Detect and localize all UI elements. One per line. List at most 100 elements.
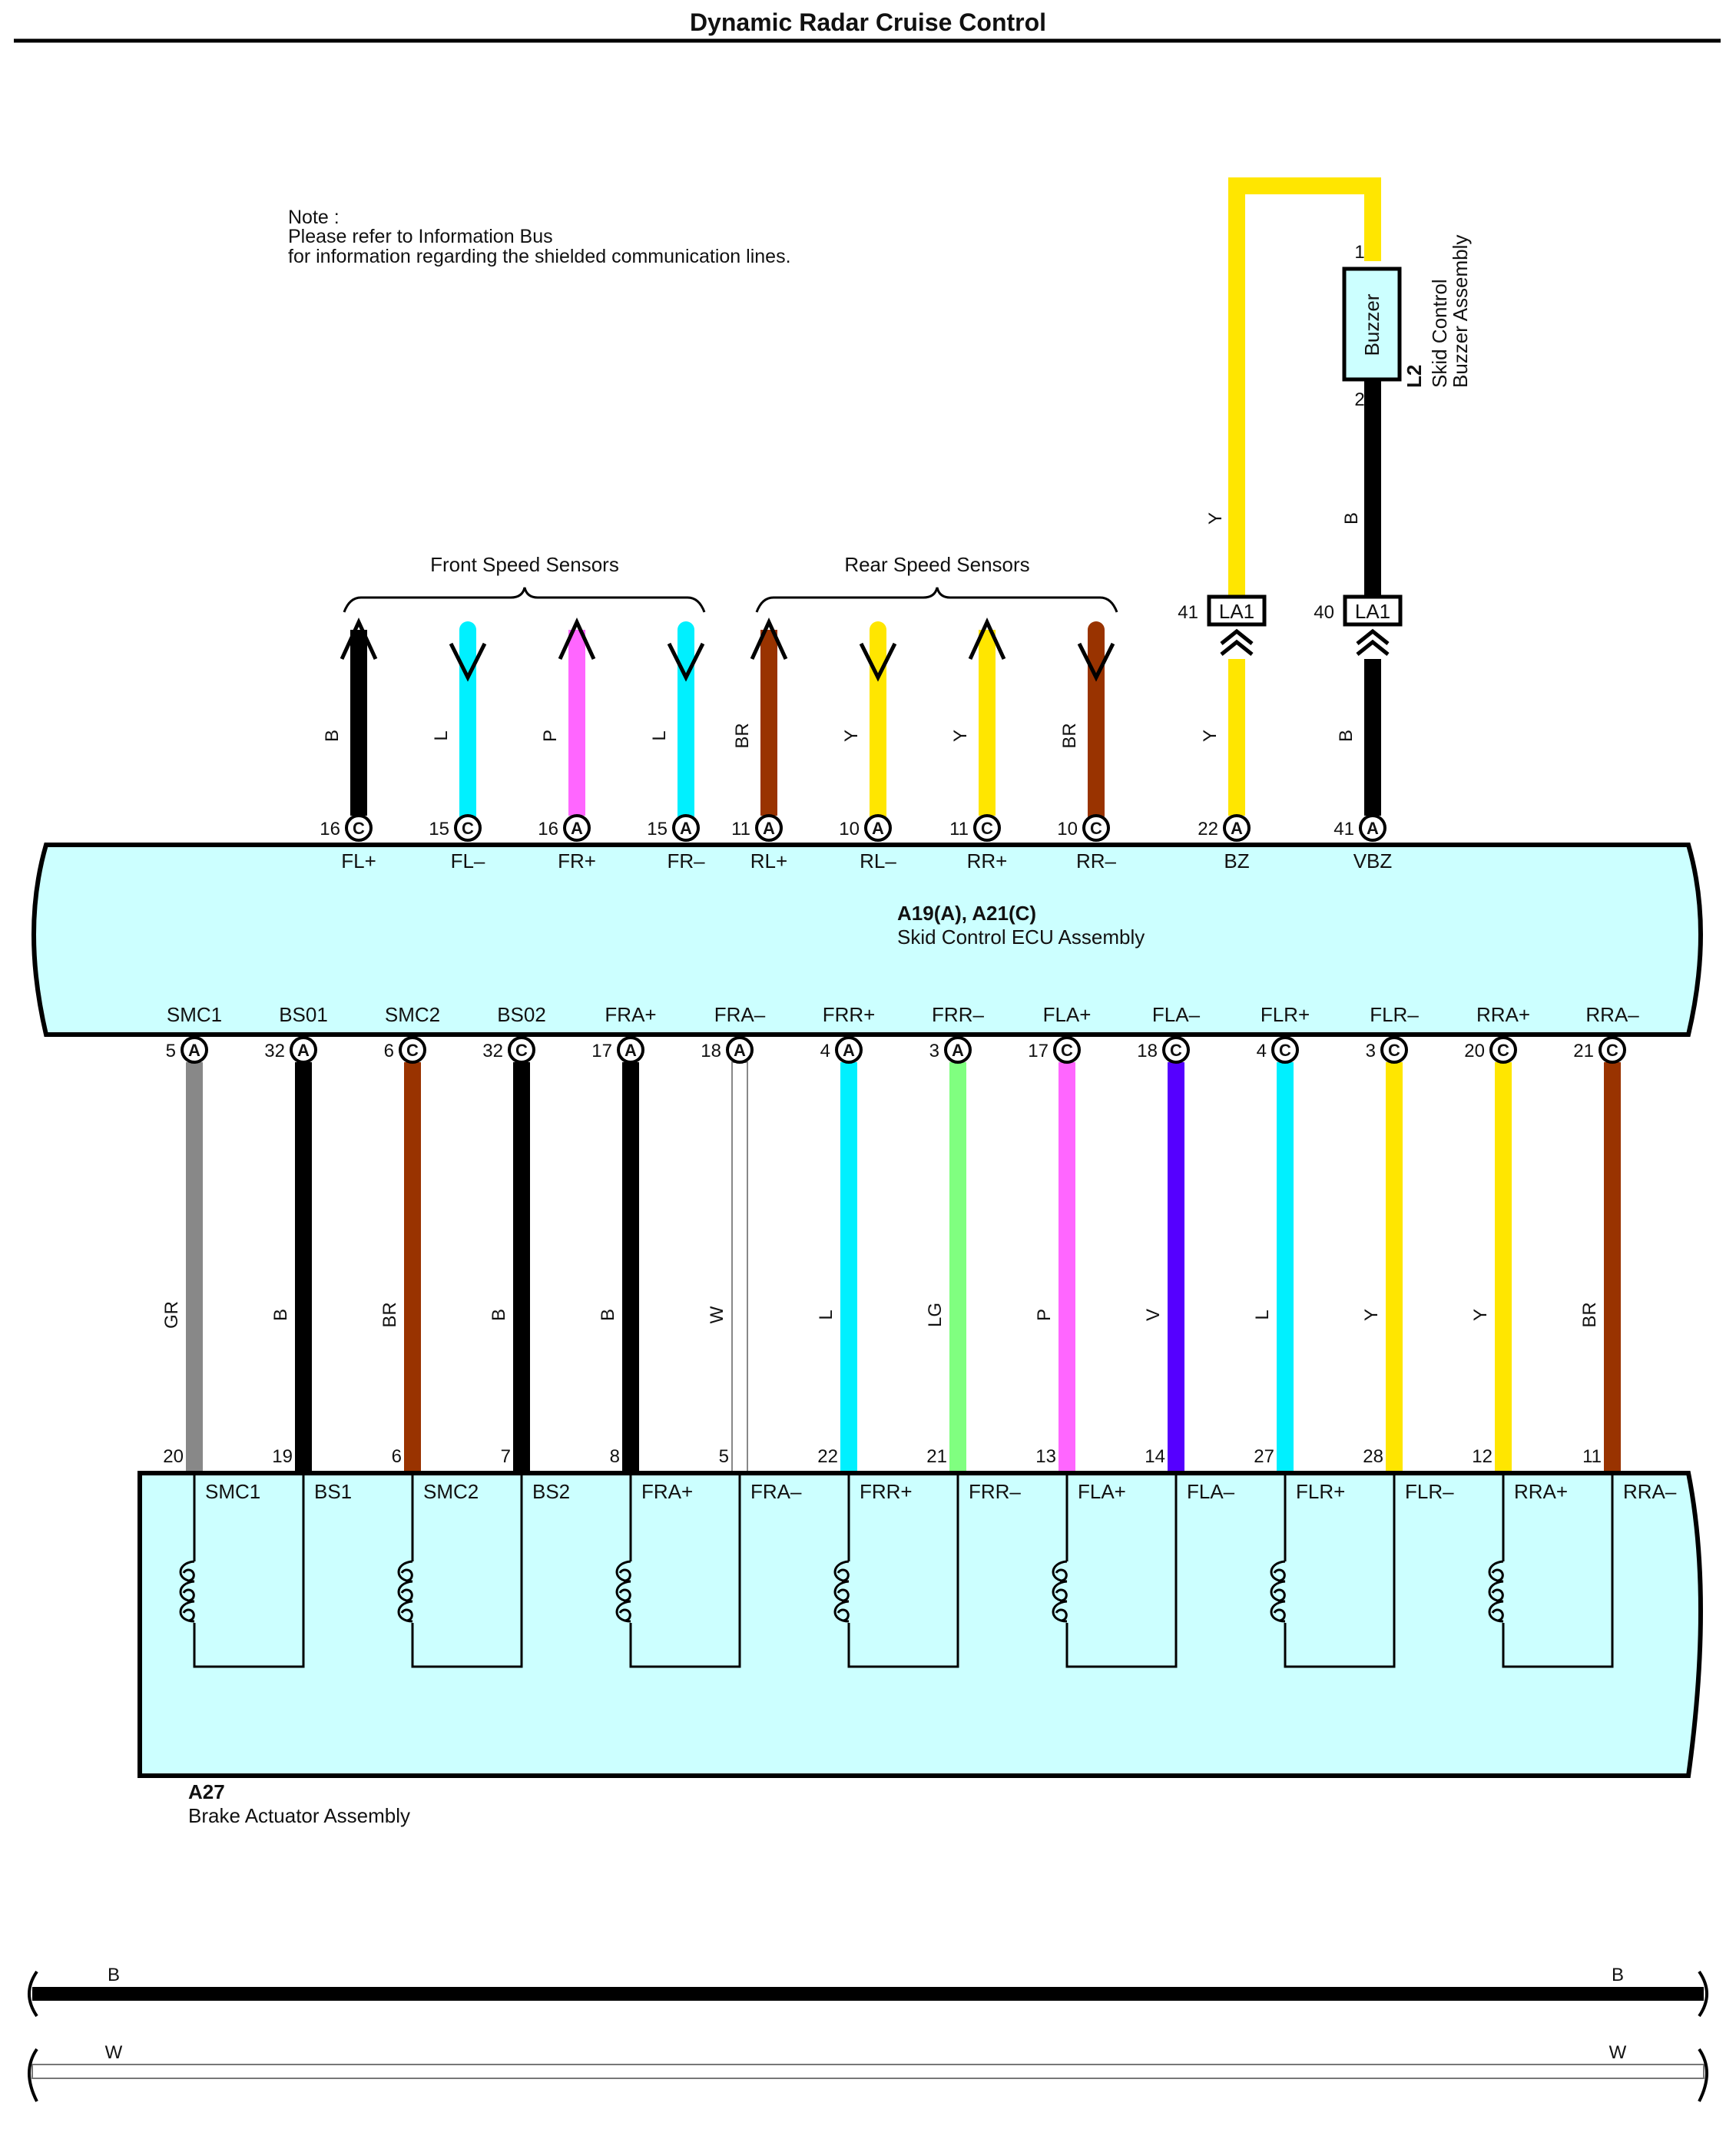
actuator-terminal: FRR+ [860, 1480, 913, 1503]
coil-loop [1273, 1608, 1286, 1622]
actuator-pin-number: 6 [392, 1446, 402, 1467]
terminal-label: BZ [1224, 849, 1249, 872]
buzzer-pin-1: 1 [1354, 242, 1364, 263]
coil-loop [182, 1568, 195, 1582]
solenoid-coil-icon [833, 1473, 959, 1668]
junction-label: LA1 [1355, 600, 1390, 623]
wire-color-label: L [816, 1310, 837, 1319]
coil-winding [1270, 1560, 1286, 1623]
coil-loop [1055, 1608, 1068, 1622]
connector-letter: A [571, 819, 583, 838]
actuator-terminal: FLA– [1187, 1480, 1235, 1503]
note-block: Note : Please refer to Information Bus f… [288, 207, 791, 267]
arrow-up-icon [968, 617, 1006, 661]
actuator-terminal: FLR– [1405, 1480, 1454, 1503]
pin-number: 16 [538, 819, 558, 839]
ecu-terminal-label: FRR+ [823, 1003, 876, 1026]
connector-letter: C [1170, 1041, 1182, 1060]
actuator-pin-number: 27 [1254, 1446, 1274, 1467]
connector-letter: A [297, 1041, 310, 1060]
rear-speed-sensors-label: Rear Speed Sensors [844, 553, 1029, 576]
buzzer-name-1: Skid Control [1428, 279, 1451, 388]
legend-w-left: W [105, 2042, 123, 2063]
actuator-pin-number: 28 [1363, 1446, 1383, 1467]
pin-number: 16 [320, 819, 340, 839]
connector-circle [508, 1036, 535, 1064]
coil-winding [615, 1560, 631, 1623]
wire-color-label: BR [732, 723, 753, 748]
wire-color-label: BR [379, 1302, 400, 1327]
connector-circle [1082, 814, 1110, 842]
coil-loop [182, 1608, 195, 1622]
coil-loop [618, 1588, 631, 1602]
ecu-terminal-label: SMC2 [385, 1003, 440, 1026]
terminal-label: FL+ [341, 849, 376, 872]
arrow-up-icon [340, 617, 378, 661]
note-line-2: Please refer to Information Bus [288, 226, 553, 247]
connector-circle [1053, 1036, 1081, 1064]
pin-number: 10 [1057, 819, 1078, 839]
connector-circle [835, 1036, 863, 1064]
coil-loop [1273, 1568, 1286, 1582]
connector-circle [755, 814, 783, 842]
ecu-terminal-label: RRA+ [1476, 1003, 1530, 1026]
wire-color-label: Y [1200, 730, 1221, 742]
pin-number: 17 [591, 1041, 612, 1061]
solenoid-coil-icon [1270, 1473, 1396, 1668]
coil-loop [837, 1608, 850, 1622]
actuator-terminal: BS2 [532, 1480, 570, 1503]
buzzer-assembly: Buzzer 1 2 L2 Skid Control Buzzer Assemb… [1342, 235, 1472, 410]
connector-circle [345, 814, 373, 842]
connector-circle [726, 1036, 754, 1064]
ecu-top-wires: BC16FL+LC15FL–PA16FR+LA15FR–BRA11RL+YA10… [320, 617, 1392, 872]
pin-number: 4 [1257, 1041, 1267, 1061]
connector-letter: C [981, 819, 993, 838]
double-chevron-icon [1220, 628, 1254, 656]
rear-speed-sensors-brace: Rear Speed Sensors [755, 553, 1118, 613]
connector-letter: A [952, 1041, 964, 1060]
ecu-id: A19(A), A21(C) [897, 902, 1036, 925]
legend-b-right: B [1612, 1965, 1624, 1985]
terminal-label: FR– [667, 849, 705, 872]
actuator-name: Brake Actuator Assembly [188, 1804, 410, 1827]
legend-white-line: W W [28, 2042, 1708, 2102]
actuator-pin-number: 14 [1145, 1446, 1165, 1467]
actuator-terminal: FRA+ [641, 1480, 693, 1503]
coil-loop [400, 1588, 413, 1602]
coil-winding [1488, 1560, 1504, 1623]
solenoid-coils [179, 1473, 1614, 1668]
buzzer-id: L2 [1403, 365, 1426, 388]
coil-loop [837, 1568, 850, 1582]
actuator-terminal: FRR– [969, 1480, 1021, 1503]
arrow-down-icon [667, 642, 705, 682]
pin-number: 32 [482, 1041, 503, 1061]
ecu-bottom-wires: SMC1A5GR20BS01A32B19SMC2C6BR6BS02C32B7FR… [161, 1003, 1639, 1474]
coil-winding [1052, 1560, 1068, 1623]
coil-lead [411, 1473, 523, 1668]
ecu-terminal-label: SMC1 [167, 1003, 222, 1026]
terminal-label: FL– [451, 849, 485, 872]
connector-letter: A [1231, 819, 1243, 838]
coil-loop [400, 1568, 413, 1582]
pin-number: 10 [839, 819, 860, 839]
solenoid-coil-icon [179, 1473, 305, 1668]
actuator-pin-number: 13 [1035, 1446, 1056, 1467]
actuator-pin-number: 5 [719, 1446, 729, 1467]
pin-number: 6 [384, 1041, 394, 1061]
wire-color-label: P [1034, 1309, 1055, 1321]
connector-circle [399, 1036, 426, 1064]
junction-pin: 41 [1178, 602, 1198, 623]
wire-color-label: B [270, 1309, 291, 1321]
wire-color-label: W [707, 1306, 727, 1323]
front-speed-sensors-label: Front Speed Sensors [430, 553, 619, 576]
solenoid-coil-icon [615, 1473, 741, 1668]
connector-letter: A [624, 1041, 637, 1060]
coil-loop [1491, 1568, 1504, 1582]
